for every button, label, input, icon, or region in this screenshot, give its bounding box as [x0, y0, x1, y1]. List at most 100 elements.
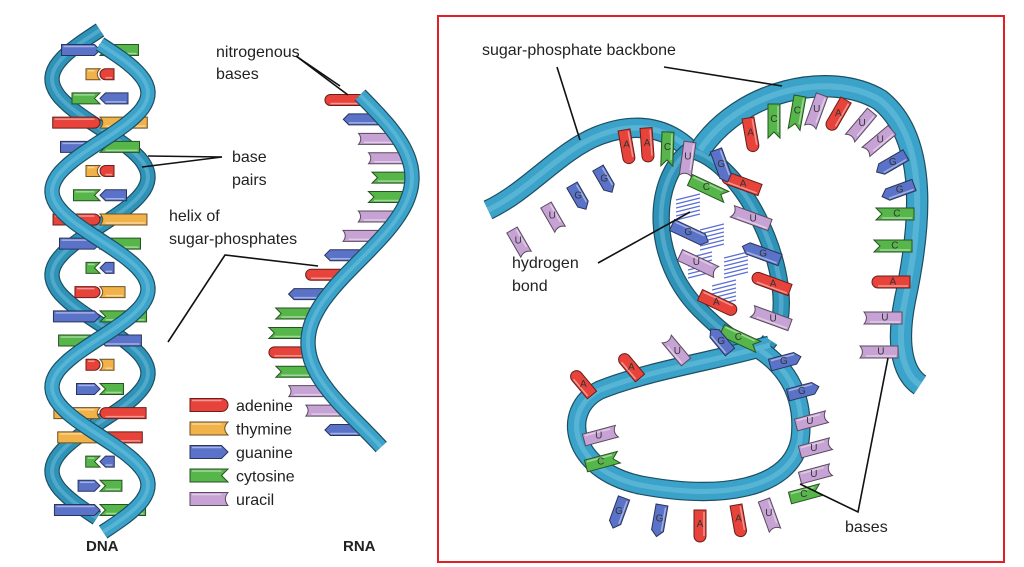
base-cytosine: C — [767, 103, 781, 140]
base-letter: U — [684, 152, 691, 163]
label-nitrogenous-bases-line1: nitrogenous — [216, 44, 300, 61]
base-cytosine: C — [874, 207, 915, 221]
base-letter: U — [769, 313, 776, 324]
base-uracil-swatch — [189, 492, 230, 506]
dna-double-helix — [44, 23, 156, 539]
leader-backbone-a — [556, 66, 581, 141]
base-letter: U — [877, 134, 884, 145]
leader-nitrogenous-bases-b — [295, 55, 341, 87]
bases-right-tail: C C A U U — [858, 207, 915, 359]
base-letter: A — [735, 514, 742, 525]
label-backbone: sugar-phosphate backbone — [482, 42, 676, 59]
dna-base-pair — [85, 165, 115, 178]
base-uracil: U — [729, 204, 773, 232]
base-letter: G — [684, 227, 692, 238]
base-uracil: U — [757, 497, 782, 534]
legend-label: cytosine — [236, 469, 295, 486]
base-letter: G — [780, 356, 788, 367]
leader-hydrogen-bond — [597, 211, 691, 264]
base-letter: A — [713, 297, 720, 308]
base-adenine: A — [570, 370, 598, 400]
base-adenine — [99, 68, 115, 81]
base-uracil: U — [803, 92, 829, 131]
base-letter: G — [889, 157, 897, 168]
leader-backbone-b — [663, 66, 783, 87]
bases-top-loop: A A C U — [617, 127, 697, 178]
base-letter: A — [623, 140, 630, 151]
backbone-lower-loop — [567, 335, 811, 502]
base-guanine — [99, 189, 128, 202]
base-adenine: A — [639, 127, 655, 163]
label-base-pairs-line1: base — [232, 149, 267, 166]
base-uracil: U — [862, 311, 903, 325]
base-cytosine-swatch — [189, 468, 230, 483]
base-letter: C — [703, 182, 710, 193]
base-uracil: U — [858, 345, 899, 359]
base-letter: C — [664, 142, 671, 153]
base-letter: U — [877, 347, 884, 358]
base-guanine — [76, 382, 101, 395]
base-letter: A — [628, 362, 635, 373]
base-uracil: U — [793, 410, 830, 432]
base-cytosine: C — [787, 94, 807, 132]
base-cytosine: C — [583, 450, 622, 473]
base-adenine — [85, 358, 101, 371]
legend-label: guanine — [236, 445, 293, 462]
dna-base-pair — [77, 479, 123, 492]
backbone-upper-arc — [690, 75, 929, 395]
base-letter: C — [893, 209, 900, 220]
base-thymine — [98, 286, 126, 299]
base-uracil: U — [797, 463, 834, 485]
base-letter: U — [515, 235, 522, 246]
base-uracil — [367, 152, 410, 165]
base-adenine — [99, 165, 115, 178]
base-adenine: A — [825, 96, 852, 131]
legend-item-uracil: uracil — [189, 492, 274, 509]
base-uracil: U — [540, 201, 567, 234]
base-letter: U — [549, 210, 556, 221]
base-letter: C — [770, 114, 777, 125]
base-letter: A — [644, 138, 651, 149]
base-adenine — [52, 116, 101, 129]
dna-base-pair — [74, 286, 126, 299]
base-adenine: A — [751, 271, 793, 297]
base-guanine: G — [741, 242, 783, 267]
base-adenine — [74, 286, 101, 299]
base-cytosine: C — [872, 239, 913, 253]
base-uracil: U — [678, 140, 697, 178]
base-guanine: G — [608, 495, 631, 529]
label-base-pairs-line2: pairs — [232, 172, 267, 189]
base-adenine: A — [696, 288, 738, 316]
base-thymine — [98, 358, 115, 371]
base-adenine-swatch — [189, 398, 229, 412]
base-letter: G — [656, 514, 664, 525]
base-letter: U — [813, 104, 820, 115]
dna-backbone-strand-front — [44, 37, 156, 539]
base-guanine — [99, 261, 115, 274]
base-cytosine — [71, 92, 102, 105]
base-adenine: A — [871, 275, 911, 289]
base-uracil: U — [860, 124, 897, 158]
leader-base-pairs-b — [141, 156, 223, 168]
base-letter: U — [806, 416, 813, 427]
base-letter: U — [765, 508, 772, 519]
base-guanine — [52, 310, 101, 323]
legend-label: adenine — [236, 398, 293, 415]
base-letter: G — [600, 173, 608, 184]
base-adenine: A — [729, 503, 747, 538]
base-letter: A — [890, 277, 897, 288]
dna-base-pair — [85, 358, 115, 371]
base-legend: adenine thymine guanine cytosine uracil — [189, 398, 295, 509]
base-letter: C — [891, 241, 898, 252]
legend-item-thymine: thymine — [189, 421, 292, 439]
base-adenine: A — [618, 353, 646, 383]
base-letter: U — [749, 213, 756, 224]
legend-item-adenine: adenine — [189, 398, 293, 415]
base-letter: A — [740, 178, 747, 189]
leader-base-pairs-a — [147, 155, 223, 158]
base-cytosine — [85, 455, 102, 468]
label-rna: RNA — [343, 538, 376, 555]
